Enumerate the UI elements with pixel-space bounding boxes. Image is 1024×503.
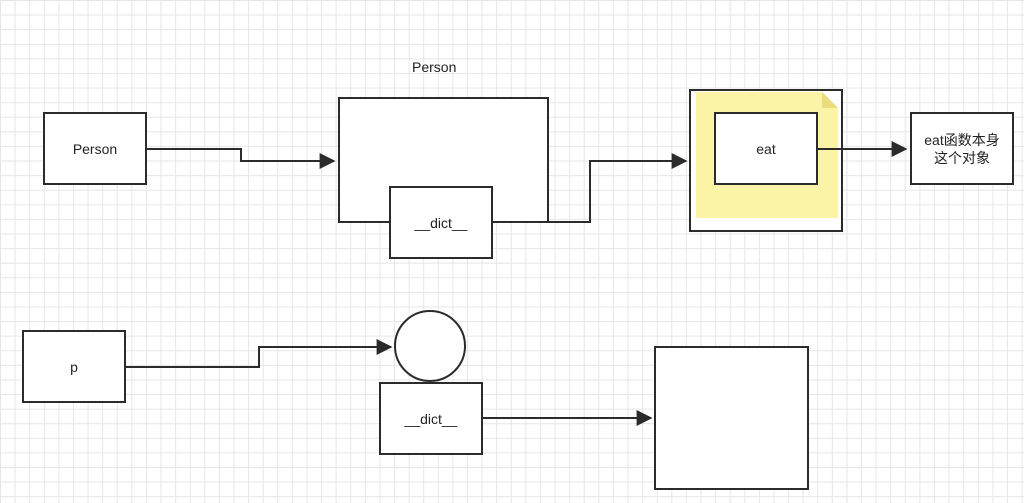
instance-circle[interactable]: [394, 310, 466, 382]
empty-target-box[interactable]: [654, 346, 809, 490]
class-dict-box[interactable]: __dict__: [389, 186, 493, 259]
person-box[interactable]: Person: [43, 112, 147, 185]
eat-function-line-1: eat函数本身: [924, 131, 1000, 148]
eat-function-object-box[interactable]: eat函数本身 这个对象: [910, 112, 1014, 185]
p-box[interactable]: p: [22, 330, 126, 403]
edge-p-to-instance[interactable]: [125, 339, 393, 368]
instance-dict-box[interactable]: __dict__: [379, 382, 483, 455]
edge-person-to-class[interactable]: [147, 148, 336, 169]
eat-box[interactable]: eat: [714, 112, 818, 185]
eat-function-line-2: 这个对象: [934, 149, 990, 166]
person-class-title: Person: [412, 59, 457, 75]
